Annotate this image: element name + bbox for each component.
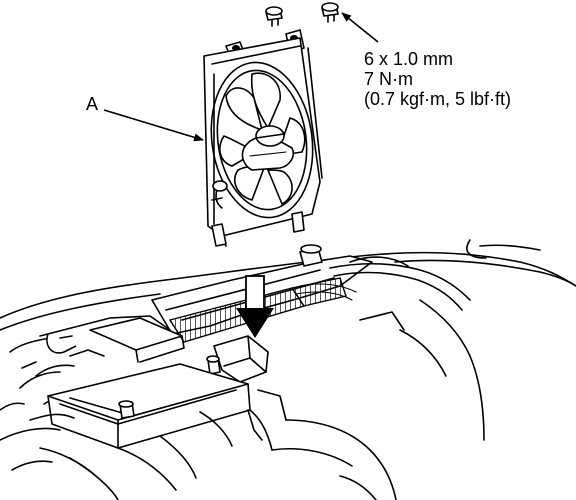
mounting-bolt-right bbox=[321, 2, 339, 23]
fan-shroud-assembly-a bbox=[203, 29, 323, 247]
bolt-torque-text: 7 N·m bbox=[364, 69, 413, 89]
callout-label-a: A bbox=[86, 94, 99, 114]
mounting-bolt-left bbox=[265, 6, 283, 27]
callout-a-leader bbox=[103, 109, 204, 142]
bolt-size-text: 6 x 1.0 mm bbox=[364, 49, 454, 69]
bolt-spec-block: 6 x 1.0 mm 7 N·m (0.7 kgf·m, 5 lbf·ft) bbox=[364, 49, 511, 109]
engine-bay bbox=[0, 239, 576, 500]
install-direction-arrow bbox=[236, 275, 274, 338]
bolt-torque-alt-text: (0.7 kgf·m, 5 lbf·ft) bbox=[364, 89, 512, 109]
bolt-spec-leader bbox=[341, 12, 379, 43]
